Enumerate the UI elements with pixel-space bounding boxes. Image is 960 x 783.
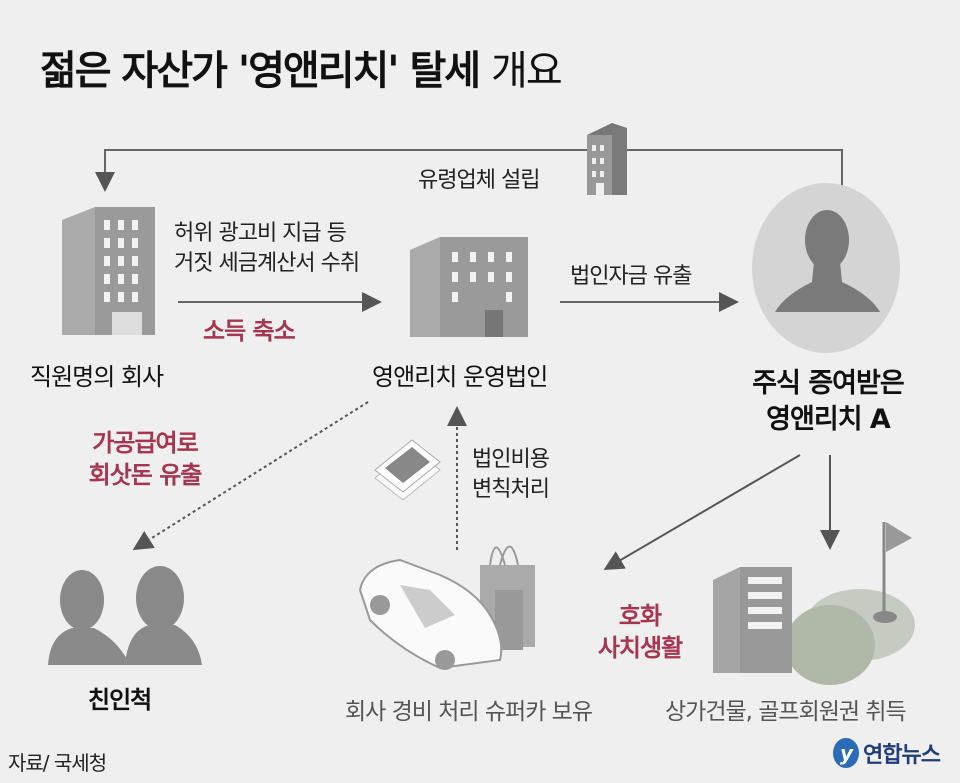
fake-salary-label: 가공급여로 회삿돈 유출 (70, 427, 220, 491)
fund-outflow-label: 법인자금 유출 (570, 264, 692, 289)
fake-salary-line-2: 회삿돈 유출 (88, 461, 203, 489)
property-caption: 상가건물, 골프회원권 취득 (665, 699, 907, 725)
false-invoice-line-2: 거짓 세금계산서 수취 (174, 251, 360, 276)
yonhap-logo: y 연합뉴스 (833, 737, 941, 769)
relatives-label: 친인척 (88, 686, 152, 714)
yonhap-logo-mark-icon: y (833, 738, 860, 768)
false-invoice-text: 허위 광고비 지급 등 거짓 세금계산서 수취 (174, 219, 360, 279)
supercar-icon (358, 558, 503, 670)
luxury-life-label: 호화 사치생활 (590, 600, 690, 664)
yonhap-logo-text: 연합뉴스 (863, 743, 941, 768)
person-label: 주식 증여받은 영앤리치 A (738, 366, 918, 438)
expense-line-1: 법인비용 (472, 447, 550, 472)
corp-building-icon (410, 237, 528, 337)
company-label: 직원명의 회사 (30, 363, 164, 391)
expense-text: 법인비용 변칙처리 (472, 445, 550, 505)
arrow-corp-to-relatives (132, 401, 369, 551)
false-invoice-line-1: 허위 광고비 지급 등 (174, 221, 347, 246)
person-label-line-2: 영앤리치 A (766, 404, 891, 435)
luxury-line-2: 사치생활 (597, 634, 683, 662)
arrow-person-to-luxury (603, 454, 801, 571)
corp-label: 영앤리치 운영법인 (372, 363, 548, 391)
top-loop-arrow (95, 149, 843, 192)
fake-salary-line-1: 가공급여로 (92, 429, 198, 457)
commercial-building-icon (713, 567, 915, 685)
shell-company-label: 유령업체 설립 (418, 168, 540, 193)
luxury-line-1: 호화 (618, 602, 662, 630)
golf-flag-icon (873, 522, 912, 623)
money-stack-icon (374, 439, 441, 501)
relatives-silhouette-icon (48, 566, 202, 665)
title-light: 개요 (491, 48, 563, 94)
title-bold: 젊은 자산가 '영앤리치' 탈세 (40, 48, 481, 94)
source-text: 자료/ 국세청 (8, 751, 107, 775)
page-title: 젊은 자산가 '영앤리치' 탈세 개요 (40, 38, 563, 96)
income-reduction-label: 소득 축소 (203, 317, 296, 345)
expense-line-2: 변칙처리 (472, 477, 550, 502)
person-avatar-icon (752, 183, 900, 353)
company-building-icon (62, 207, 155, 335)
car-caption: 회사 경비 처리 슈퍼카 보유 (345, 699, 593, 725)
person-label-line-1: 주식 증여받은 (752, 368, 904, 399)
shell-company-building-icon (587, 123, 627, 195)
